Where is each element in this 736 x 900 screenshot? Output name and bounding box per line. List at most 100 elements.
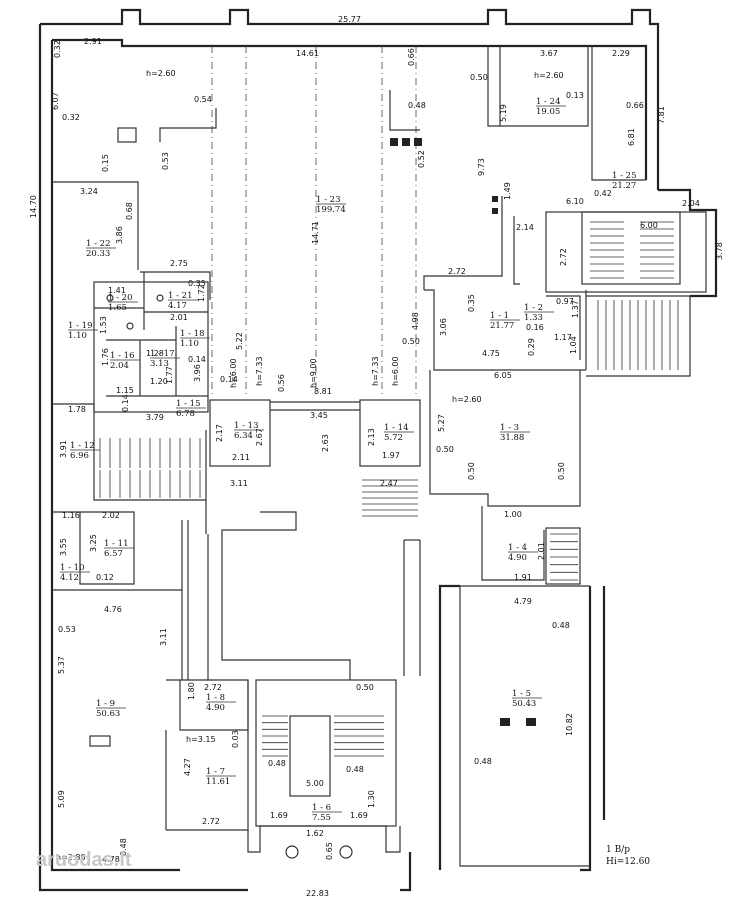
room-number-label: 1 - 9	[96, 699, 115, 709]
bottom-total-dimension: 22.83	[306, 889, 329, 898]
dimension-label: 6.00	[640, 221, 658, 230]
room-area-label: 4.90	[206, 703, 225, 713]
dimension-label: 0.66	[407, 48, 416, 66]
room-number-label: 1 - 20	[108, 293, 133, 303]
dimension-label: h=2.60	[146, 69, 176, 78]
dimension-label: 2.04	[682, 199, 700, 208]
room-number-label: 1 - 10	[60, 563, 85, 573]
dimension-label: 2.63	[321, 434, 330, 452]
room-number-label: 1 - 14	[384, 423, 409, 433]
dimension-label: 1.15	[116, 386, 134, 395]
interior-walls	[52, 46, 707, 867]
dimension-label: 3.67	[540, 49, 558, 58]
dimension-label: 0.42	[594, 189, 612, 198]
dimension-label: 0.14	[188, 355, 206, 364]
dimension-label: 0.14	[121, 394, 130, 412]
dimension-label: 1.17	[554, 333, 572, 342]
dimension-label: 1.69	[270, 811, 288, 820]
room-number-label: 1 - 22	[86, 239, 111, 249]
dimension-label: 14.61	[296, 49, 319, 58]
room-area-label: 21.27	[612, 181, 636, 191]
symbols	[89, 90, 536, 859]
dimension-label: 2.91	[84, 37, 102, 46]
dimension-label: h=7.33	[371, 356, 380, 386]
room-area-label: 6.78	[176, 409, 195, 419]
dimension-label: 9.73	[477, 158, 486, 176]
room-number-label: 1 - 25	[612, 171, 637, 181]
room-number-label: 1 - 1	[490, 311, 509, 321]
dimension-label: 5.00	[306, 779, 324, 788]
room-number-label: 1 - 24	[536, 97, 561, 107]
dimension-label: 1.72	[197, 284, 206, 302]
room-area-label: 19.05	[536, 107, 560, 117]
dimension-label: 1.78	[68, 405, 86, 414]
dimension-label: 0.50	[436, 445, 454, 454]
dimension-label: 0.48	[474, 757, 492, 766]
dimension-label: 1.53	[99, 316, 108, 334]
dimension-label: 3.06	[439, 318, 448, 336]
dimension-label: h=2.60	[534, 71, 564, 80]
dimension-label: 3.11	[159, 628, 168, 646]
dimension-label: 4.98	[411, 312, 420, 330]
room-area-label: 6.57	[104, 549, 123, 559]
room-number-label: 1 - 13	[234, 421, 259, 431]
dimension-label: 0.48	[346, 765, 364, 774]
dimension-label: 3.25	[89, 534, 98, 552]
dimension-label: 2.72	[204, 683, 222, 692]
dimension-label: 4.75	[482, 349, 500, 358]
dimension-label: 0.48	[119, 838, 128, 856]
room-area-label: 4.90	[508, 553, 527, 563]
dimension-label: 0.35	[467, 294, 476, 312]
room-area-label: 20.33	[86, 249, 110, 259]
room-number-label: 1 - 18	[180, 329, 205, 339]
dimension-label: 8.81	[314, 387, 332, 396]
room-number-label: 1 - 5	[512, 689, 531, 699]
dimension-label: 0.53	[161, 152, 170, 170]
dimension-label: 10.82	[565, 713, 574, 736]
dimension-label: 1.49	[503, 182, 512, 200]
dimension-label: 1.37	[571, 300, 580, 318]
dimension-label: 1.69	[350, 811, 368, 820]
room-area-label: 199.74	[316, 205, 346, 215]
room-number-label: 1 - 2	[524, 303, 543, 313]
dimension-label: 3.79	[146, 413, 164, 422]
room-number-label: 1 - 21	[168, 291, 193, 301]
dimension-label: 0.32	[53, 40, 62, 58]
dimension-label: 0.48	[408, 101, 426, 110]
dimension-label: 0.15	[101, 154, 110, 172]
dimension-label: 3.86	[115, 226, 124, 244]
room-number-label: 1 - 19	[68, 321, 93, 331]
dimension-label: 1.04	[569, 336, 578, 354]
room-area-label: 5.72	[384, 433, 403, 443]
dimension-label: h=7.33	[255, 356, 264, 386]
room-area-label: 1.33	[524, 313, 543, 323]
dimension-label: 2.72	[202, 817, 220, 826]
dimension-label: 1.20	[150, 377, 168, 386]
room-area-label: 6.96	[70, 451, 89, 461]
dimension-label: 1.97	[382, 451, 400, 460]
dimension-label: 2.47	[380, 479, 398, 488]
room-area-label: 11.61	[206, 777, 230, 787]
dimension-label: 0.66	[626, 101, 644, 110]
dimension-label: 1.91	[514, 573, 532, 582]
dimension-label: 0.56	[277, 374, 286, 392]
dimension-label: 2.02	[102, 511, 120, 520]
dimension-label: 0.54	[194, 95, 212, 104]
room-number-label: 1 - 16	[110, 351, 135, 361]
room-number-label: 1 - 8	[206, 693, 225, 703]
dimension-label: 0.50	[402, 337, 420, 346]
dimension-label: 1.28	[146, 349, 164, 358]
room-area-label: 50.63	[96, 709, 120, 719]
dimension-label: 1.62	[306, 829, 324, 838]
dimension-label: 2.11	[232, 453, 250, 462]
room-area-label: 1.10	[68, 331, 87, 341]
dimension-label: 6.05	[494, 371, 512, 380]
dimension-label: 6.81	[627, 128, 636, 146]
dimension-label: 2.13	[367, 428, 376, 446]
dimension-label: 4.27	[183, 758, 192, 776]
dimension-label: 2.72	[559, 248, 568, 266]
dimension-label: 1.16	[62, 511, 80, 520]
dimension-label: h=9.00	[309, 358, 318, 388]
